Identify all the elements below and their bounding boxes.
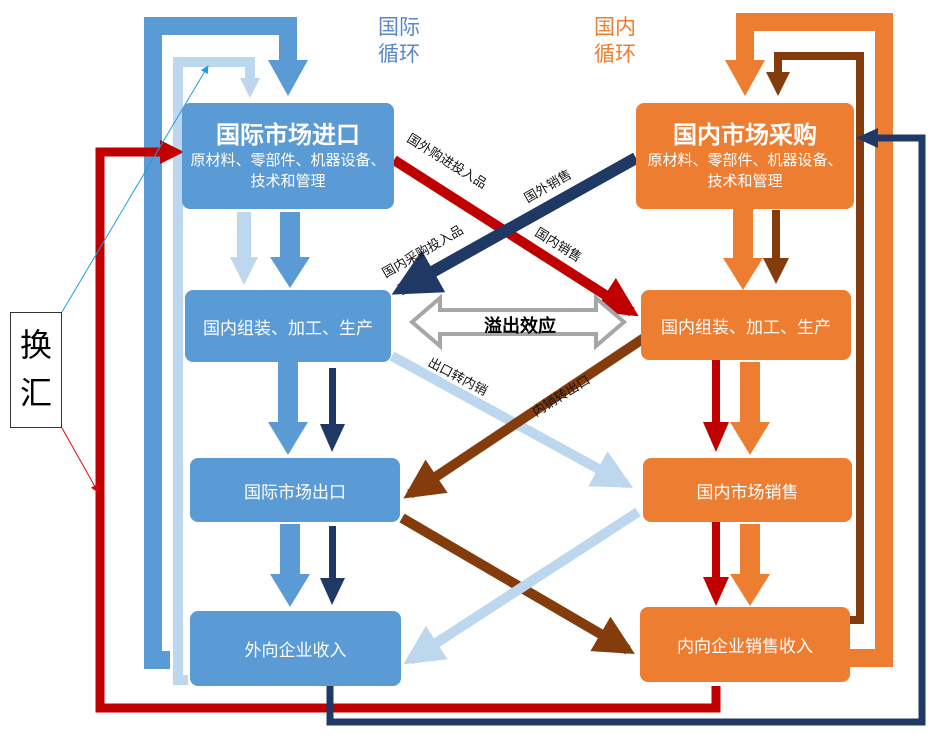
node-left-production-label: 国内组装、加工、生产 <box>203 318 373 339</box>
node-intl-import-title: 国际市场进口 <box>216 121 360 149</box>
label-spillover: 溢出效应 <box>484 316 556 337</box>
outer-orange-loop <box>736 13 893 667</box>
node-inward-income-label: 内向企业销售收入 <box>677 637 813 657</box>
outer-orange-loop-head <box>725 60 765 96</box>
red-head-1 <box>703 422 729 452</box>
node-right-production-label: 国内组装、加工、生产 <box>661 317 831 338</box>
legend-international-line1: 国际 <box>378 15 420 39</box>
exchange-thin-red-arrow <box>61 427 99 493</box>
legend-domestic-line1: 国内 <box>594 15 636 39</box>
outer-blue-loop-head <box>268 60 308 96</box>
orange-head-2 <box>730 422 770 455</box>
node-intl-import-sub1: 原材料、零部件、机器设备、 <box>190 151 386 169</box>
node-intl-export-label: 国际市场出口 <box>244 482 346 503</box>
brown-head-1 <box>763 258 789 284</box>
spillover-double-arrow <box>408 293 628 351</box>
navy-diagonal-domestic-to-left <box>391 152 639 296</box>
node-outward-income: 外向企业收入 <box>190 611 401 686</box>
node-intl-export: 国际市场出口 <box>190 458 400 522</box>
inner-brown-loop <box>774 52 864 624</box>
exchange-label: 换汇 <box>19 326 52 412</box>
navy-loop <box>326 134 926 726</box>
blue-head-1 <box>270 257 310 288</box>
red-diagonal-import-to-domestic <box>391 155 639 317</box>
legend-domestic-line2: 循环 <box>594 42 636 66</box>
node-right-production: 国内组装、加工、生产 <box>641 290 851 360</box>
blue-head-2 <box>268 422 308 455</box>
node-outward-income-label: 外向企业收入 <box>244 641 347 661</box>
brown-diagonal-export-to-inward <box>399 513 635 655</box>
node-inward-income: 内向企业销售收入 <box>640 607 850 682</box>
node-dom-purchase: 国内市场采购 原材料、零部件、机器设备、 技术和管理 <box>636 103 854 209</box>
exchange-red-loop <box>95 147 721 713</box>
node-dom-purchase-sub1: 原材料、零部件、机器设备、 <box>647 151 843 169</box>
node-dom-sales: 国内市场销售 <box>643 458 852 522</box>
navy-loop-head <box>856 128 878 148</box>
blue-head-3 <box>270 574 310 607</box>
lightblue-diagonal-sales-to-outward <box>403 507 641 665</box>
lightblue-diagonal-export-to-domestic <box>389 351 634 489</box>
inner-brown-loop-head <box>766 72 790 96</box>
legend-domestic: 国内 循环 <box>594 14 636 68</box>
navy-head-2 <box>320 578 345 605</box>
node-dom-purchase-title: 国内市场采购 <box>673 121 817 149</box>
node-left-production: 国内组装、加工、生产 <box>185 290 391 362</box>
brown-diagonal-domestic-to-export <box>403 333 647 499</box>
node-intl-import-sub2: 技术和管理 <box>250 172 326 190</box>
lb-head-1 <box>230 257 258 285</box>
navy-head-1 <box>320 424 345 452</box>
orange-head-3 <box>730 574 770 606</box>
orange-head-1 <box>723 258 763 290</box>
node-intl-import: 国际市场进口 原材料、零部件、机器设备、 技术和管理 <box>182 103 394 209</box>
exchange-box: 换汇 <box>10 312 62 428</box>
legend-international-line2: 循环 <box>378 42 420 66</box>
node-dom-sales-label: 国内市场销售 <box>696 482 799 503</box>
inner-lightblue-loop <box>173 57 255 685</box>
inner-lightblue-loop-head <box>240 78 260 98</box>
node-dom-purchase-sub2: 技术和管理 <box>707 172 783 190</box>
legend-international: 国际 循环 <box>378 14 420 68</box>
outer-blue-loop <box>144 17 297 669</box>
exchange-red-loop-head <box>160 140 184 164</box>
red-head-2 <box>703 577 729 606</box>
